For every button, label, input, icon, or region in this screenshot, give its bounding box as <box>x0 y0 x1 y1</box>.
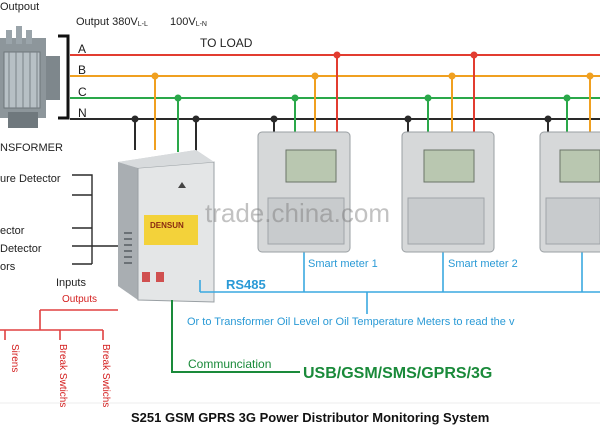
rs485-label: RS485 <box>226 277 266 292</box>
outputs-wires <box>0 309 118 340</box>
inputs-label: Inputs <box>56 277 86 289</box>
detector-label-1: ure Detector <box>0 173 61 185</box>
smart-meter-3 <box>539 131 600 253</box>
smart-meter-2-label: Smart meter 2 <box>448 258 518 270</box>
transformer-icon <box>0 26 60 128</box>
phase-n-label: N <box>78 106 87 120</box>
smart-meter-1 <box>257 131 351 253</box>
detector-wires <box>72 174 118 265</box>
communication-line <box>171 300 300 373</box>
communication-channels: USB/GSM/SMS/GPRS/3G <box>303 365 493 382</box>
distributor-badge-text: DENSUN <box>150 221 184 230</box>
watermark-text: trade.china.com <box>205 198 390 228</box>
output-break-switch-2-label: Break Swtichs <box>100 344 111 408</box>
transformer-label: NSFORMER <box>0 142 63 154</box>
phase-b-label: B <box>78 63 87 77</box>
outputs-label: Outputs <box>62 294 98 305</box>
detector-label-3: Detector <box>0 243 42 255</box>
output-break-switch-1-label: Break Swtichs <box>57 344 68 408</box>
phase-c-label: C <box>78 85 87 99</box>
communication-label: Communciation <box>188 357 272 371</box>
output-voltage2-label: 100VL-N <box>170 16 207 29</box>
rs485-bus <box>199 250 600 314</box>
output-voltage-label: Output 380VL-L <box>76 16 148 29</box>
smart-meter-2 <box>401 131 495 253</box>
phase-bracket <box>58 34 70 120</box>
detector-label-4: ors <box>0 261 16 273</box>
outpout-label: Outpout <box>0 1 40 13</box>
to-load-label: TO LOAD <box>200 36 253 50</box>
distributor-badge-plate <box>144 215 198 245</box>
smart-meter-1-label: Smart meter 1 <box>308 258 378 270</box>
diagram-title: S251 GSM GPRS 3G Power Distributor Monit… <box>131 410 490 425</box>
rs485-note: Or to Transformer Oil Level or Oil Tempe… <box>187 316 515 328</box>
phase-a-label: A <box>78 42 87 56</box>
output-sirens-label: Sirens <box>9 344 20 373</box>
junction-dots <box>131 51 594 123</box>
power-distributor-cabinet: DENSUN <box>118 150 215 303</box>
detector-label-2: ector <box>0 225 25 237</box>
